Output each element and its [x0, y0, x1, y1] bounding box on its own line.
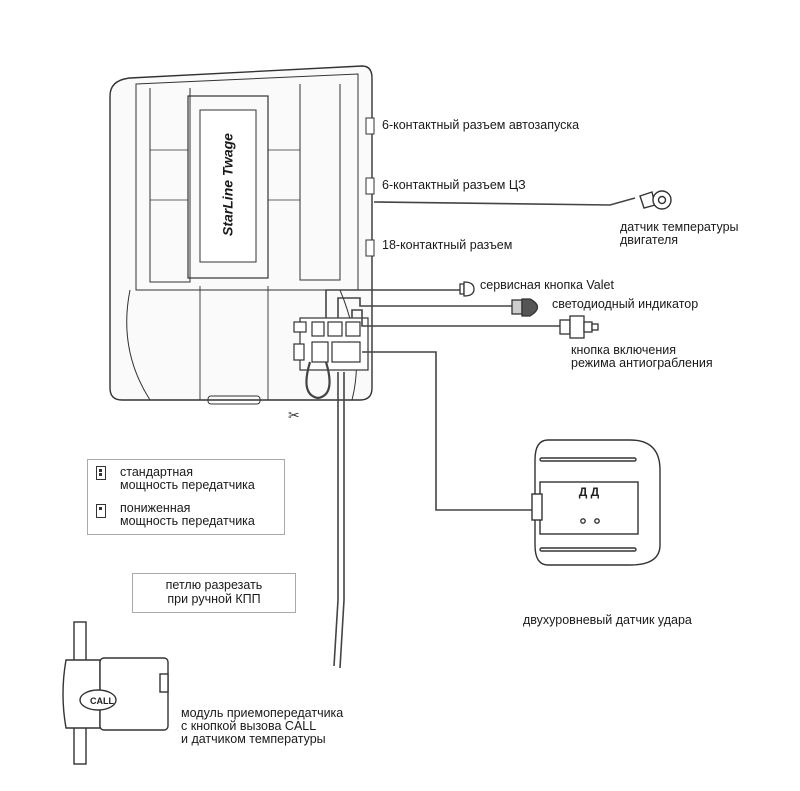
wire-antihijack [351, 309, 560, 327]
antihijack-label-line2: режима антиограбления [571, 356, 713, 370]
shock-sensor-marking: Д Д [579, 485, 600, 499]
wire-loop [305, 361, 331, 400]
shock-sensor-caption: двухуровневый датчик удара [523, 613, 692, 627]
jumper-standard-label-1: стандартная [120, 465, 193, 479]
transceiver-module-icon [62, 621, 169, 765]
loop-note-line1: петлю разрезать [165, 578, 263, 592]
connector-label-autostart: 6-контактный разъем автозапуска [382, 118, 580, 132]
wire-transceiver [339, 372, 345, 669]
wire-valet [325, 289, 462, 318]
transceiver-caption-line3: и датчиком температуры [181, 732, 326, 746]
alarm-main-unit [109, 65, 375, 405]
brand-label: StarLine Twage [219, 133, 236, 236]
connector-block [293, 317, 369, 371]
temperature-sensor-icon [639, 190, 672, 210]
temp-sensor-label-line1: датчик температуры [620, 220, 739, 234]
temp-sensor-label-line2: двигателя [620, 233, 679, 247]
call-button-label: CALL [90, 696, 114, 706]
jumper-legend: стандартная мощность передатчика понижен… [87, 459, 285, 535]
connector-label-central-lock: 6-контактный разъем ЦЗ [382, 178, 526, 192]
antihijack-label-line1: кнопка включения [571, 343, 677, 357]
valet-button-icon [459, 281, 475, 297]
wires [305, 197, 636, 669]
wire-shock-sensor [362, 351, 540, 511]
antihijack-button-icon [559, 315, 599, 339]
led-indicator-icon [511, 298, 539, 317]
jumper-reduced-label-2: мощность передатчика [120, 514, 255, 528]
valet-label: сервисная кнопка Valet [480, 278, 614, 292]
wire-temp-sensor [373, 197, 636, 206]
wire-led [337, 297, 512, 318]
connector-label-main18: 18-контактный разъем [382, 238, 513, 252]
jumper-reduced-icon [96, 504, 106, 518]
shock-sensor-icon [531, 439, 661, 566]
transceiver-caption-line1: модуль приемопередатчика [181, 706, 344, 720]
jumper-standard-label-2: мощность передатчика [120, 478, 255, 492]
scissors-icon: ✂ [288, 408, 300, 424]
loop-note-line2: при ручной КПП [167, 592, 261, 606]
wire-transceiver-2 [333, 372, 339, 667]
jumper-standard-icon [96, 466, 106, 480]
transceiver-caption-line2: с кнопкой вызова CALL [181, 719, 317, 733]
led-label: светодиодный индикатор [552, 297, 699, 311]
loop-cut-note: петлю разрезать при ручной КПП [132, 573, 296, 613]
jumper-reduced-label-1: пониженная [120, 501, 191, 515]
